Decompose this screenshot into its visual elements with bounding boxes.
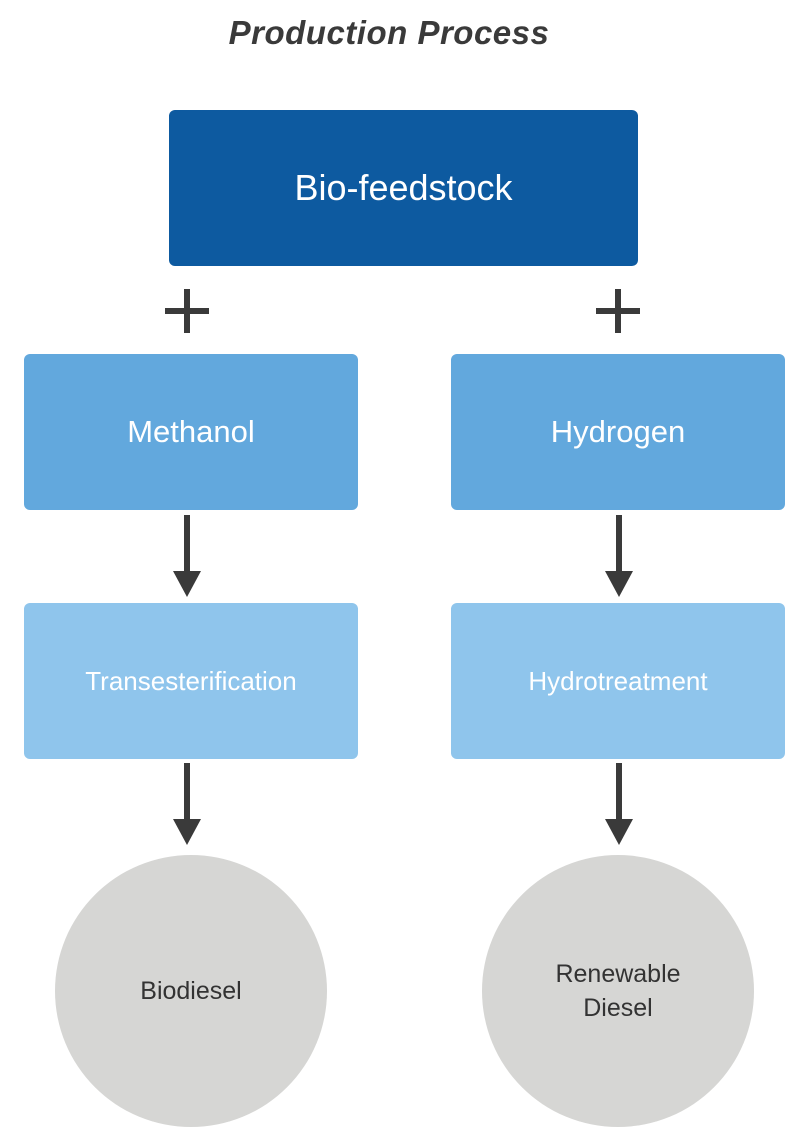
node-hydrogen-label: Hydrogen [550, 414, 686, 449]
node-biodiesel-label: Biodiesel [140, 977, 242, 1005]
node-hydrotreatment-label: Hydrotreatment [528, 665, 708, 696]
arrow-down-icon [605, 515, 633, 597]
node-transesterification-label: Transesterification [85, 665, 297, 696]
node-bio-feedstock: Bio-feedstock [169, 110, 638, 266]
diagram-title: Production Process [228, 14, 550, 51]
node-hydrogen: Hydrogen [451, 354, 785, 510]
plus-icon [165, 289, 209, 333]
node-hydrotreatment: Hydrotreatment [451, 603, 785, 759]
plus-icon [596, 289, 640, 333]
node-transesterification: Transesterification [24, 603, 358, 759]
arrow-down-icon [173, 515, 201, 597]
node-renewable-diesel: Renewable Diesel [482, 855, 754, 1127]
arrow-down-icon [605, 763, 633, 845]
node-biodiesel: Biodiesel [55, 855, 327, 1127]
arrow-down-icon [173, 763, 201, 845]
node-methanol-label: Methanol [127, 414, 255, 449]
node-methanol: Methanol [24, 354, 358, 510]
node-renewable-diesel-label: Renewable Diesel [555, 960, 681, 1022]
node-bio-feedstock-label: Bio-feedstock [294, 167, 513, 208]
